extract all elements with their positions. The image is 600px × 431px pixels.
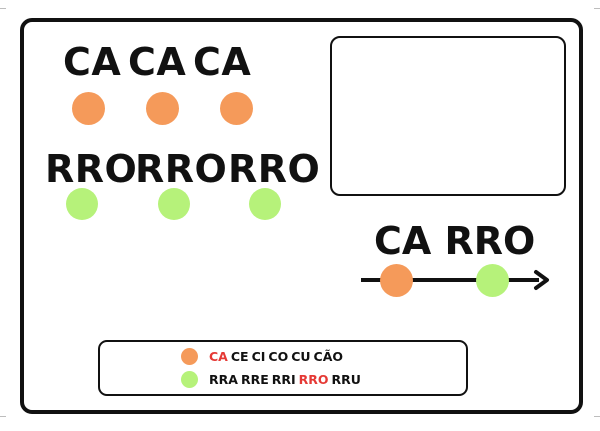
orange-dot-1	[72, 92, 105, 125]
syllable-rro-1: RRO	[45, 147, 138, 191]
legend-syllable: CO	[268, 349, 289, 364]
legend-syllable: RRE	[240, 372, 269, 387]
word-orange-dot	[380, 264, 413, 297]
arrow-line	[361, 278, 539, 282]
syllable-ca-3: CA	[193, 40, 252, 84]
legend-syllable: RRA	[209, 372, 238, 387]
legend-orange-dot	[181, 348, 198, 365]
legend-syllable: RRU	[331, 372, 361, 387]
green-dot-3	[249, 188, 281, 220]
crop-mark	[0, 8, 6, 9]
word-part-rro: RRO	[444, 219, 536, 263]
legend-syllable: CE	[230, 349, 249, 364]
legend-syllable: CU	[291, 349, 311, 364]
word-part-ca: CA	[374, 219, 432, 263]
legend-syllable: CA	[209, 349, 228, 364]
green-dot-1	[66, 188, 98, 220]
legend-syllable: RRO	[298, 372, 329, 387]
word-builder: CA RRO	[374, 222, 535, 260]
syllable-rro-3: RRO	[228, 147, 321, 191]
crop-mark	[0, 416, 6, 417]
crop-mark	[594, 8, 600, 9]
legend-syllable: CÃO	[313, 349, 344, 364]
syllable-ca-1: CA	[63, 40, 122, 84]
legend-syllable: RRI	[271, 372, 296, 387]
legend-green-dot	[181, 371, 198, 388]
picture-box	[330, 36, 566, 196]
syllable-ca-2: CA	[128, 40, 187, 84]
arrow-right-icon	[534, 270, 549, 290]
crop-mark	[594, 416, 600, 417]
orange-dot-2	[146, 92, 179, 125]
syllable-rro-2: RRO	[135, 147, 228, 191]
word-green-dot	[476, 264, 509, 297]
green-dot-2	[158, 188, 190, 220]
orange-dot-3	[220, 92, 253, 125]
legend-syllable: CI	[251, 349, 266, 364]
